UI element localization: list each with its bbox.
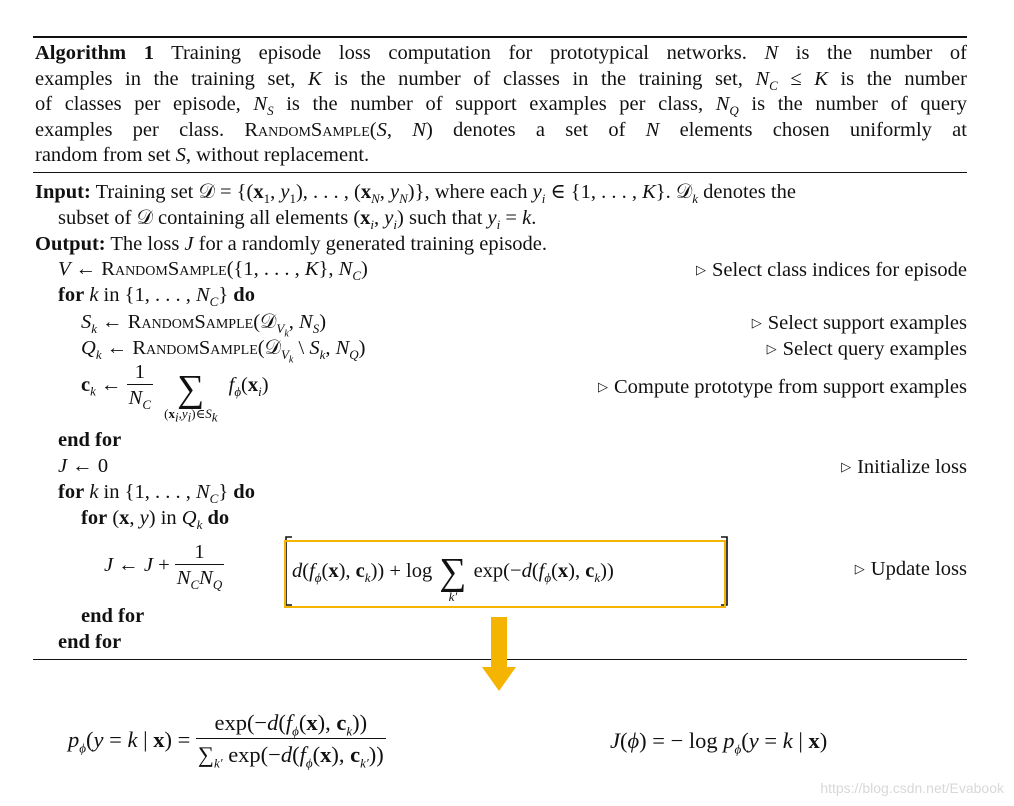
step-for-k-2: for k in {1, . . . , NC} do: [58, 481, 255, 507]
left-bracket: [285, 536, 292, 606]
comment-5: ▷Initialize loss: [841, 456, 967, 478]
loss-formula: J(ϕ) = − log pϕ(y = k | x): [610, 728, 828, 757]
triangle-icon: ▷: [854, 561, 865, 576]
step-end-for-2: end for: [81, 605, 145, 627]
algorithm-caption: Algorithm 1 Training episode loss comput…: [35, 41, 967, 169]
highlight-box: [284, 540, 726, 608]
down-arrow-icon: [482, 617, 516, 691]
step-for-k: for k in {1, . . . , NC} do: [58, 284, 255, 310]
caption-line-1: Algorithm 1 Training episode loss comput…: [35, 42, 967, 64]
comment-2: ▷Select support examples: [751, 312, 967, 334]
input-label: Input:: [35, 181, 91, 203]
caption-label: Algorithm 1: [35, 42, 154, 64]
triangle-icon: ▷: [841, 459, 852, 474]
step-j-init: J ← 0: [58, 455, 109, 477]
comment-4: ▷Compute prototype from support examples: [598, 376, 967, 398]
comment-6: ▷Update loss: [854, 558, 967, 580]
summation: ∑ (xi,yi)∈Sk: [164, 367, 218, 425]
watermark: https://blog.csdn.net/Evabook: [820, 780, 1004, 796]
step-end-for-1: end for: [58, 429, 122, 451]
triangle-icon: ▷: [695, 262, 706, 277]
softmax-fraction: exp(−d(fϕ(x), ck)) ∑k′ exp(−d(fϕ(x), ck′…: [195, 710, 386, 771]
step-s-assign: Sk ← RandomSample(𝒟Vk, NS): [81, 311, 327, 340]
comment-3: ▷Select query examples: [766, 338, 967, 360]
comment-1: ▷Select class indices for episode: [695, 259, 967, 281]
triangle-icon: ▷: [766, 341, 777, 356]
triangle-icon: ▷: [751, 315, 762, 330]
input-line-2: subset of 𝒟 containing all elements (xi,…: [58, 207, 537, 233]
caption-line-4: examples per class. RandomSample(S, N) d…: [35, 118, 967, 141]
step-for-xy: for (x, y) in Qk do: [81, 507, 230, 533]
step-v-assign: V ← RandomSample({1, . . . , K}, NC): [58, 258, 368, 284]
output-line: Output: The loss J for a randomly genera…: [35, 233, 548, 255]
softmax-formula: pϕ(y = k | x) = exp(−d(fϕ(x), ck)) ∑k′ e…: [68, 710, 386, 771]
output-label: Output:: [35, 233, 106, 255]
step-q-assign: Qk ← RandomSample(𝒟Vk \ Sk, NQ): [81, 337, 366, 366]
caption-line-2: examples in the training set, K is the n…: [35, 67, 967, 93]
input-line-1: Input: Training set 𝒟 = {(x1, y1), . . .…: [35, 181, 796, 207]
caption-line-5: random from set S, without replacement.: [35, 144, 370, 166]
caption-rule: [33, 172, 967, 174]
top-rule: [33, 36, 967, 38]
step-end-for-3: end for: [58, 631, 122, 653]
step-j-update-rhs: d(fϕ(x), ck)) + log ∑ k′ exp(−d(fϕ(x), c…: [292, 551, 614, 604]
caption-line-3: of classes per episode, NS is the number…: [35, 93, 967, 119]
triangle-icon: ▷: [598, 379, 608, 394]
summation: ∑ k′: [439, 551, 467, 604]
